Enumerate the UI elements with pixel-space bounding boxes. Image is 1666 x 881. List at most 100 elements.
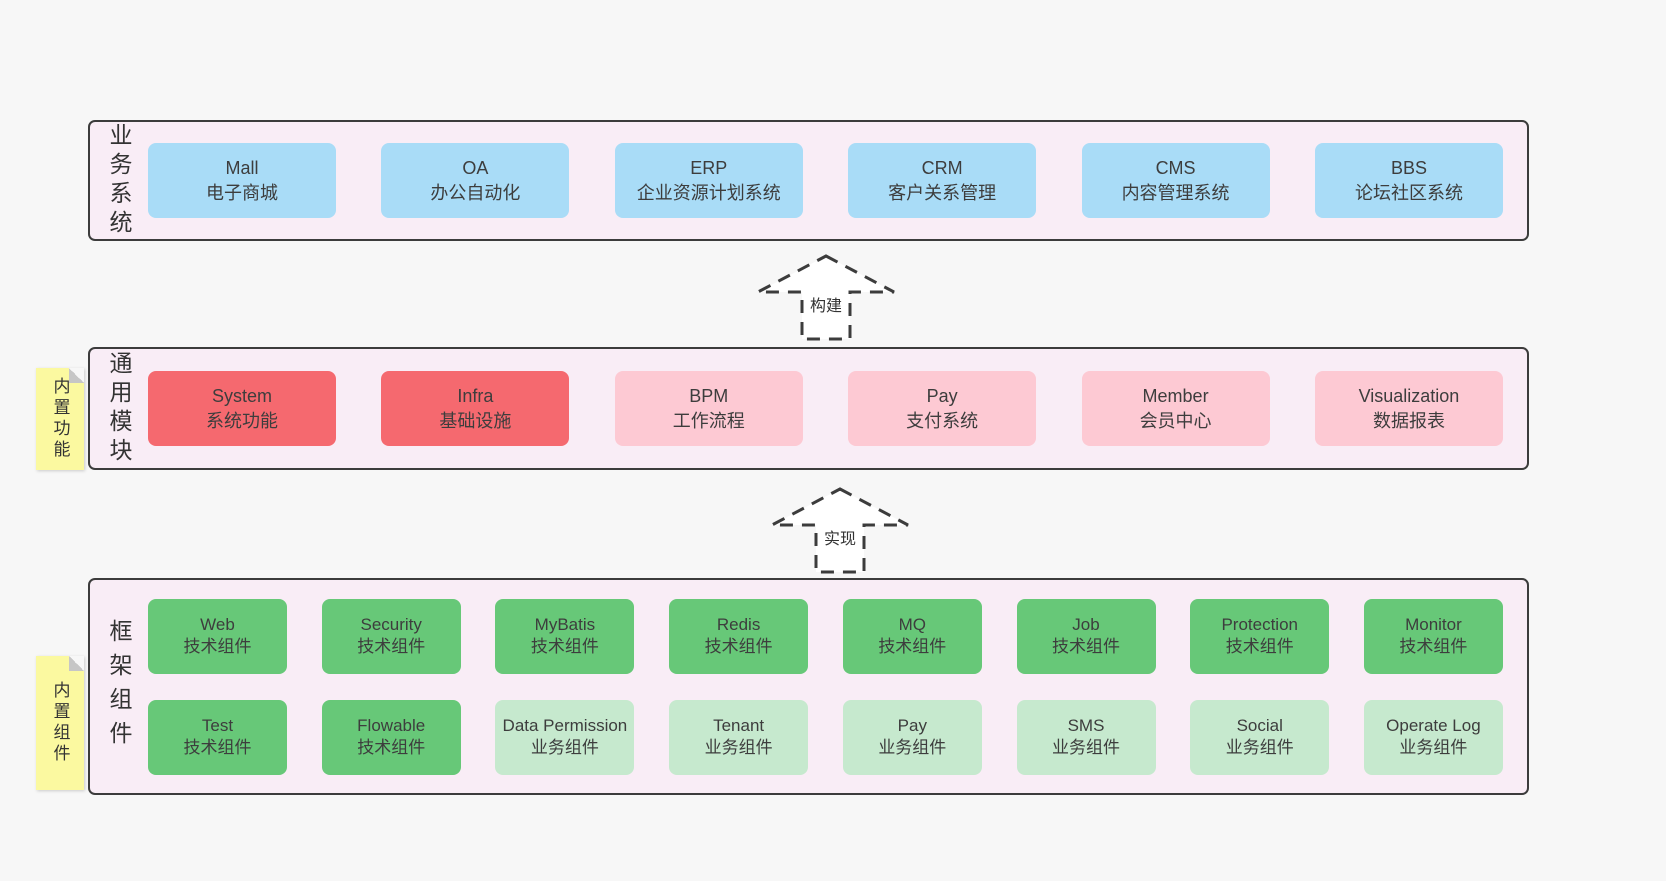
arrow-build: 构建 [756, 254, 896, 342]
box-flowable: Flowable 技术组件 [321, 699, 461, 775]
box-mq: MQ 技术组件 [842, 598, 982, 674]
layer-label-common-modules: 通用模块 [90, 349, 148, 468]
note-text: 内置组件 [50, 681, 70, 765]
box-title: Tenant [713, 715, 765, 735]
box-title: OA [462, 158, 489, 179]
box-subtitle: 技术组件 [183, 738, 252, 757]
box-title: Protection [1221, 614, 1298, 634]
box-subtitle: 技术组件 [530, 637, 599, 656]
box-monitor: Monitor 技术组件 [1363, 598, 1503, 674]
layer-label-text: 框架组件 [106, 618, 132, 755]
box-security: Security 技术组件 [321, 598, 461, 674]
box-title: Redis [716, 614, 761, 634]
sticky-note-builtin-components: 内置组件 [36, 656, 84, 790]
box-protection: Protection 技术组件 [1190, 598, 1330, 674]
layer-framework-components: 框架组件 Web 技术组件 Security 技术组件 MyBatis 技术组件… [88, 578, 1529, 795]
box-title: System [211, 386, 272, 407]
box-title: Member [1142, 386, 1209, 407]
box-system: System 系统功能 [148, 371, 336, 446]
box-title: Data Permission [502, 715, 628, 735]
box-subtitle: 业务组件 [1052, 738, 1121, 757]
box-subtitle: 工作流程 [672, 410, 745, 431]
box-title: Pay [897, 715, 927, 735]
box-title: Security [360, 614, 422, 634]
arrow-build-label: 构建 [805, 292, 847, 316]
box-social: Social 业务组件 [1190, 699, 1330, 775]
box-sms: SMS 业务组件 [1016, 699, 1156, 775]
layer-label-framework-components: 框架组件 [90, 580, 148, 793]
box-title: CRM [921, 158, 963, 179]
note-fold-corner [69, 368, 84, 383]
box-operate-log: Operate Log 业务组件 [1363, 699, 1503, 775]
box-visualization: Visualization 数据报表 [1314, 371, 1503, 446]
box-subtitle: 办公自动化 [430, 182, 521, 203]
layer-business-systems: 业务系统 Mall 电子商城 OA 办公自动化 ERP 企业资源计划系统 CRM [88, 120, 1529, 241]
box-subtitle: 系统功能 [206, 410, 278, 431]
box-subtitle: 技术组件 [704, 637, 773, 656]
box-title: CMS [1155, 158, 1196, 179]
arrow-implement-label: 实现 [819, 525, 861, 549]
box-subtitle: 论坛社区系统 [1354, 182, 1463, 203]
box-subtitle: 技术组件 [1225, 637, 1294, 656]
box-subtitle: 数据报表 [1372, 410, 1445, 431]
box-title: Flowable [357, 715, 426, 735]
box-title: Job [1072, 614, 1100, 634]
box-mybatis: MyBatis 技术组件 [495, 598, 635, 674]
layer-boxes: System 系统功能 Infra 基础设施 BPM 工作流程 Pay 支付系统… [148, 349, 1527, 468]
box-title: Pay [926, 386, 958, 407]
layer-label-business-systems: 业务系统 [90, 122, 148, 239]
box-oa: OA 办公自动化 [381, 143, 570, 218]
box-title: Test [201, 715, 234, 735]
box-data-permission: Data Permission 业务组件 [495, 699, 635, 775]
layer-label-text: 业务系统 [106, 122, 132, 239]
box-title: Operate Log [1386, 715, 1481, 735]
note-text: 内置功能 [50, 377, 70, 461]
arrow-implement: 实现 [770, 487, 910, 575]
box-tenant: Tenant 业务组件 [669, 699, 809, 775]
layer-boxes: Mall 电子商城 OA 办公自动化 ERP 企业资源计划系统 CRM 客户关系… [148, 122, 1527, 239]
box-crm: CRM 客户关系管理 [848, 143, 1037, 218]
box-title: BPM [689, 386, 729, 407]
box-title: Infra [457, 386, 494, 407]
box-redis: Redis 技术组件 [669, 598, 809, 674]
box-title: Mall [225, 158, 259, 179]
box-title: ERP [690, 158, 728, 179]
box-subtitle: 技术组件 [357, 738, 426, 757]
box-subtitle: 技术组件 [183, 637, 252, 656]
box-pay-component: Pay 业务组件 [842, 699, 982, 775]
box-title: Monitor [1405, 614, 1462, 634]
layer-label-text: 通用模块 [106, 350, 132, 467]
box-title: MyBatis [534, 614, 596, 634]
box-job: Job 技术组件 [1016, 598, 1156, 674]
box-member: Member 会员中心 [1081, 371, 1270, 446]
box-subtitle: 支付系统 [906, 410, 979, 431]
box-subtitle: 内容管理系统 [1121, 182, 1230, 203]
box-subtitle: 业务组件 [1399, 738, 1468, 757]
box-subtitle: 企业资源计划系统 [636, 182, 781, 203]
box-infra: Infra 基础设施 [381, 371, 570, 446]
layer-boxes: Web 技术组件 Security 技术组件 MyBatis 技术组件 Redi… [148, 580, 1527, 793]
box-title: BBS [1390, 158, 1427, 179]
box-bpm: BPM 工作流程 [614, 371, 803, 446]
box-title: Visualization [1358, 386, 1460, 407]
box-cms: CMS 内容管理系统 [1081, 143, 1270, 218]
box-erp: ERP 企业资源计划系统 [614, 143, 803, 218]
box-subtitle: 技术组件 [1399, 637, 1468, 656]
box-title: SMS [1067, 715, 1105, 735]
box-subtitle: 业务组件 [878, 738, 947, 757]
box-mall: Mall 电子商城 [148, 143, 336, 218]
box-subtitle: 业务组件 [704, 738, 773, 757]
box-subtitle: 会员中心 [1139, 410, 1212, 431]
box-subtitle: 技术组件 [878, 637, 947, 656]
box-title: Web [200, 614, 235, 634]
box-subtitle: 基础设施 [439, 410, 512, 431]
box-test: Test 技术组件 [148, 699, 287, 775]
box-subtitle: 电子商城 [206, 182, 278, 203]
sticky-note-builtin-features: 内置功能 [36, 368, 84, 470]
box-pay-module: Pay 支付系统 [848, 371, 1037, 446]
box-subtitle: 技术组件 [357, 637, 426, 656]
box-bbs: BBS 论坛社区系统 [1314, 143, 1503, 218]
layer-common-modules: 通用模块 System 系统功能 Infra 基础设施 BPM 工作流程 Pay [88, 347, 1529, 470]
box-subtitle: 业务组件 [530, 738, 599, 757]
